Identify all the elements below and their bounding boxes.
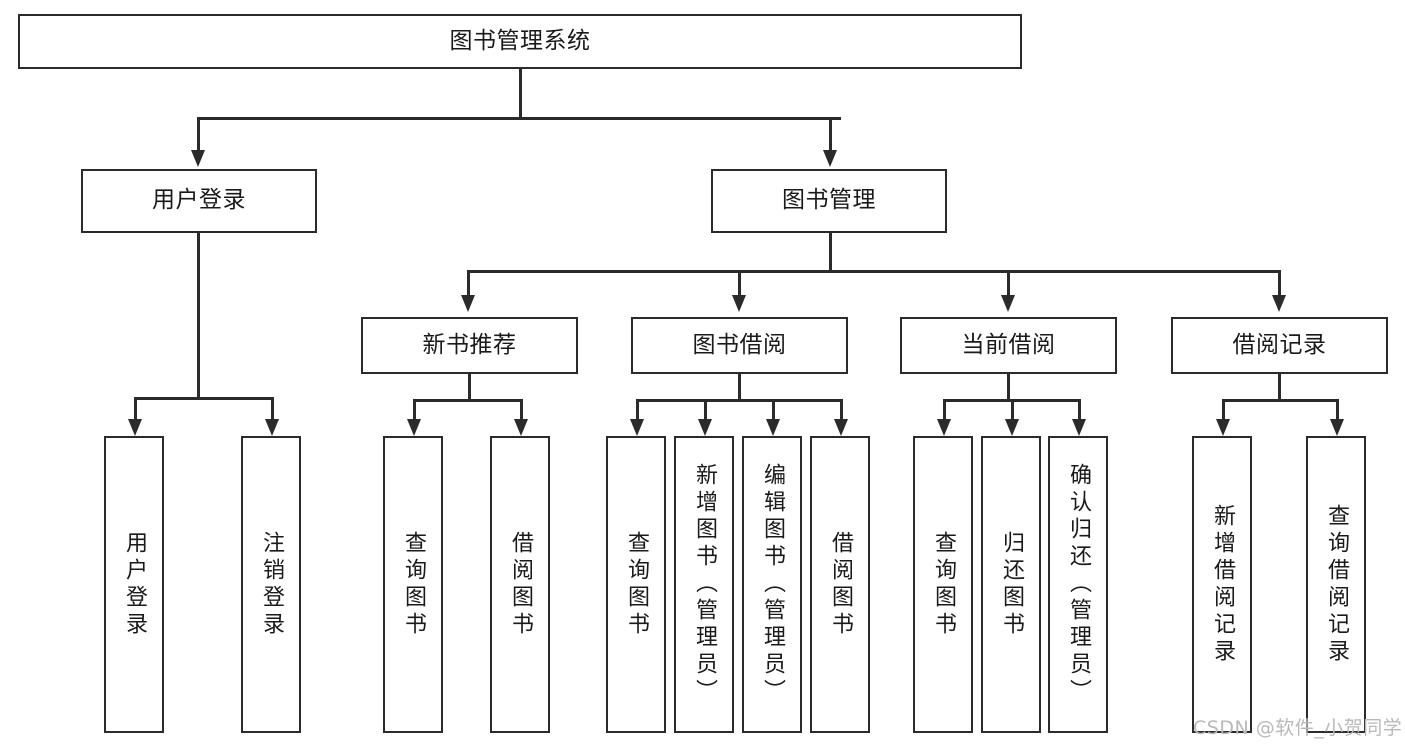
leaf-book-borrow-query-book[interactable]: 查询图书 [606,436,666,733]
arrowhead-bb-leaf-2 [698,419,712,436]
node-label: 借阅图书 [508,530,533,639]
connector-user-login-bus [134,397,274,400]
leaf-book-borrow-add-book-admin[interactable]: 新增图书（管理员） [674,436,734,733]
node-label: 查询图书 [624,530,649,639]
node-book-borrow[interactable]: 图书借阅 [631,317,848,374]
arrowhead-borrow-records [1272,295,1286,312]
connector-cb-leaf-2 [1011,399,1014,419]
arrowhead-root-to-user-login [191,150,205,167]
leaf-user-login-logout[interactable]: 注销登录 [241,436,301,733]
connector-to-book-borrow [738,270,741,295]
connector-user-login-to-leaf-1 [134,397,137,419]
connector-bb-leaf-3 [772,399,775,419]
connector-nbr-leaf-1 [413,399,416,419]
connector-to-current-borrow [1007,270,1010,295]
connector-level3-bus [467,270,1278,273]
connector-borrow-records-stem [1278,374,1281,401]
node-label: 编辑图书（管理员） [760,463,785,706]
connector-user-login-to-leaf-2 [271,397,274,419]
node-label: 新增借阅记录 [1210,503,1235,666]
arrowhead-bb-leaf-4 [834,419,848,436]
node-label: 查询图书 [401,530,426,639]
node-label: 确认归还（管理员） [1066,463,1091,706]
node-new-book-recommend[interactable]: 新书推荐 [361,317,578,374]
node-current-borrow[interactable]: 当前借阅 [900,317,1117,374]
connector-bb-leaf-4 [840,399,843,419]
leaf-user-login-user-login[interactable]: 用户登录 [104,436,164,733]
node-book-management[interactable]: 图书管理 [711,169,947,233]
leaf-new-book-query-book[interactable]: 查询图书 [383,436,443,733]
connector-bb-leaf-2 [704,399,707,419]
connector-book-borrow-bus [636,399,842,402]
arrowhead-bb-leaf-1 [630,419,644,436]
arrowhead-cb-leaf-3 [1072,419,1086,436]
leaf-book-borrow-borrow-book[interactable]: 借阅图书 [810,436,870,733]
node-root-book-management-system[interactable]: 图书管理系统 [18,14,1022,69]
arrowhead-cb-leaf-1 [937,419,951,436]
leaf-current-borrow-return-book[interactable]: 归还图书 [981,436,1041,733]
connector-to-new-book-recommend [467,270,470,295]
node-label: 当前借阅 [961,331,1056,358]
node-user-login[interactable]: 用户登录 [81,169,317,233]
connector-br-leaf-2 [1336,399,1339,419]
arrowhead-user-login-leaf-2 [265,419,279,436]
connector-root-bus [197,117,841,120]
connector-br-leaf-1 [1222,399,1225,419]
leaf-current-borrow-confirm-return-admin[interactable]: 确认归还（管理员） [1048,436,1108,733]
connector-to-borrow-records [1278,270,1281,295]
node-label: 新书推荐 [422,331,517,358]
leaf-book-borrow-edit-book-admin[interactable]: 编辑图书（管理员） [742,436,802,733]
node-label: 新增图书（管理员） [692,463,717,706]
leaf-borrow-records-add-record[interactable]: 新增借阅记录 [1192,436,1252,733]
arrowhead-root-to-book-management [823,150,837,167]
arrowhead-new-book-recommend [461,295,475,312]
connector-user-login-stem [197,233,200,399]
arrowhead-cb-leaf-2 [1005,419,1019,436]
connector-new-book-recommend-bus [413,399,523,402]
connector-root-stem [519,69,522,119]
node-label: 查询图书 [931,530,956,639]
arrowhead-current-borrow [1001,295,1015,312]
node-label: 归还图书 [999,530,1024,639]
node-label: 用户登录 [152,187,246,214]
node-label: 图书管理系统 [449,27,591,54]
connector-book-management-stem [829,233,832,272]
arrowhead-nbr-leaf-2 [514,419,528,436]
arrowhead-br-leaf-1 [1216,419,1230,436]
node-label: 用户登录 [122,530,147,639]
connector-root-to-user-login [197,117,200,150]
node-label: 图书借阅 [692,331,787,358]
connector-cb-leaf-1 [943,399,946,419]
connector-nbr-leaf-2 [520,399,523,419]
arrowhead-br-leaf-2 [1330,419,1344,436]
arrowhead-nbr-leaf-1 [407,419,421,436]
connector-book-borrow-stem [738,374,741,401]
connector-bb-leaf-1 [636,399,639,419]
connector-cb-leaf-3 [1078,399,1081,419]
node-label: 查询借阅记录 [1324,503,1349,666]
node-label: 借阅图书 [828,530,853,639]
arrowhead-bb-leaf-3 [766,419,780,436]
connector-current-borrow-stem [1007,374,1010,401]
watermark-text: CSDN @软件_小贺同学 [1193,717,1403,739]
node-label: 借阅记录 [1232,331,1327,358]
connector-borrow-records-bus [1222,399,1338,402]
arrowhead-book-borrow [732,295,746,312]
leaf-current-borrow-query-book[interactable]: 查询图书 [913,436,973,733]
connector-new-book-recommend-stem [468,374,471,401]
leaf-new-book-borrow-book[interactable]: 借阅图书 [490,436,550,733]
arrowhead-user-login-leaf-1 [128,419,142,436]
node-label: 注销登录 [259,530,284,639]
node-borrow-records[interactable]: 借阅记录 [1171,317,1388,374]
leaf-borrow-records-query-record[interactable]: 查询借阅记录 [1306,436,1366,733]
connector-root-to-book-management [829,117,832,150]
node-label: 图书管理 [782,187,876,214]
